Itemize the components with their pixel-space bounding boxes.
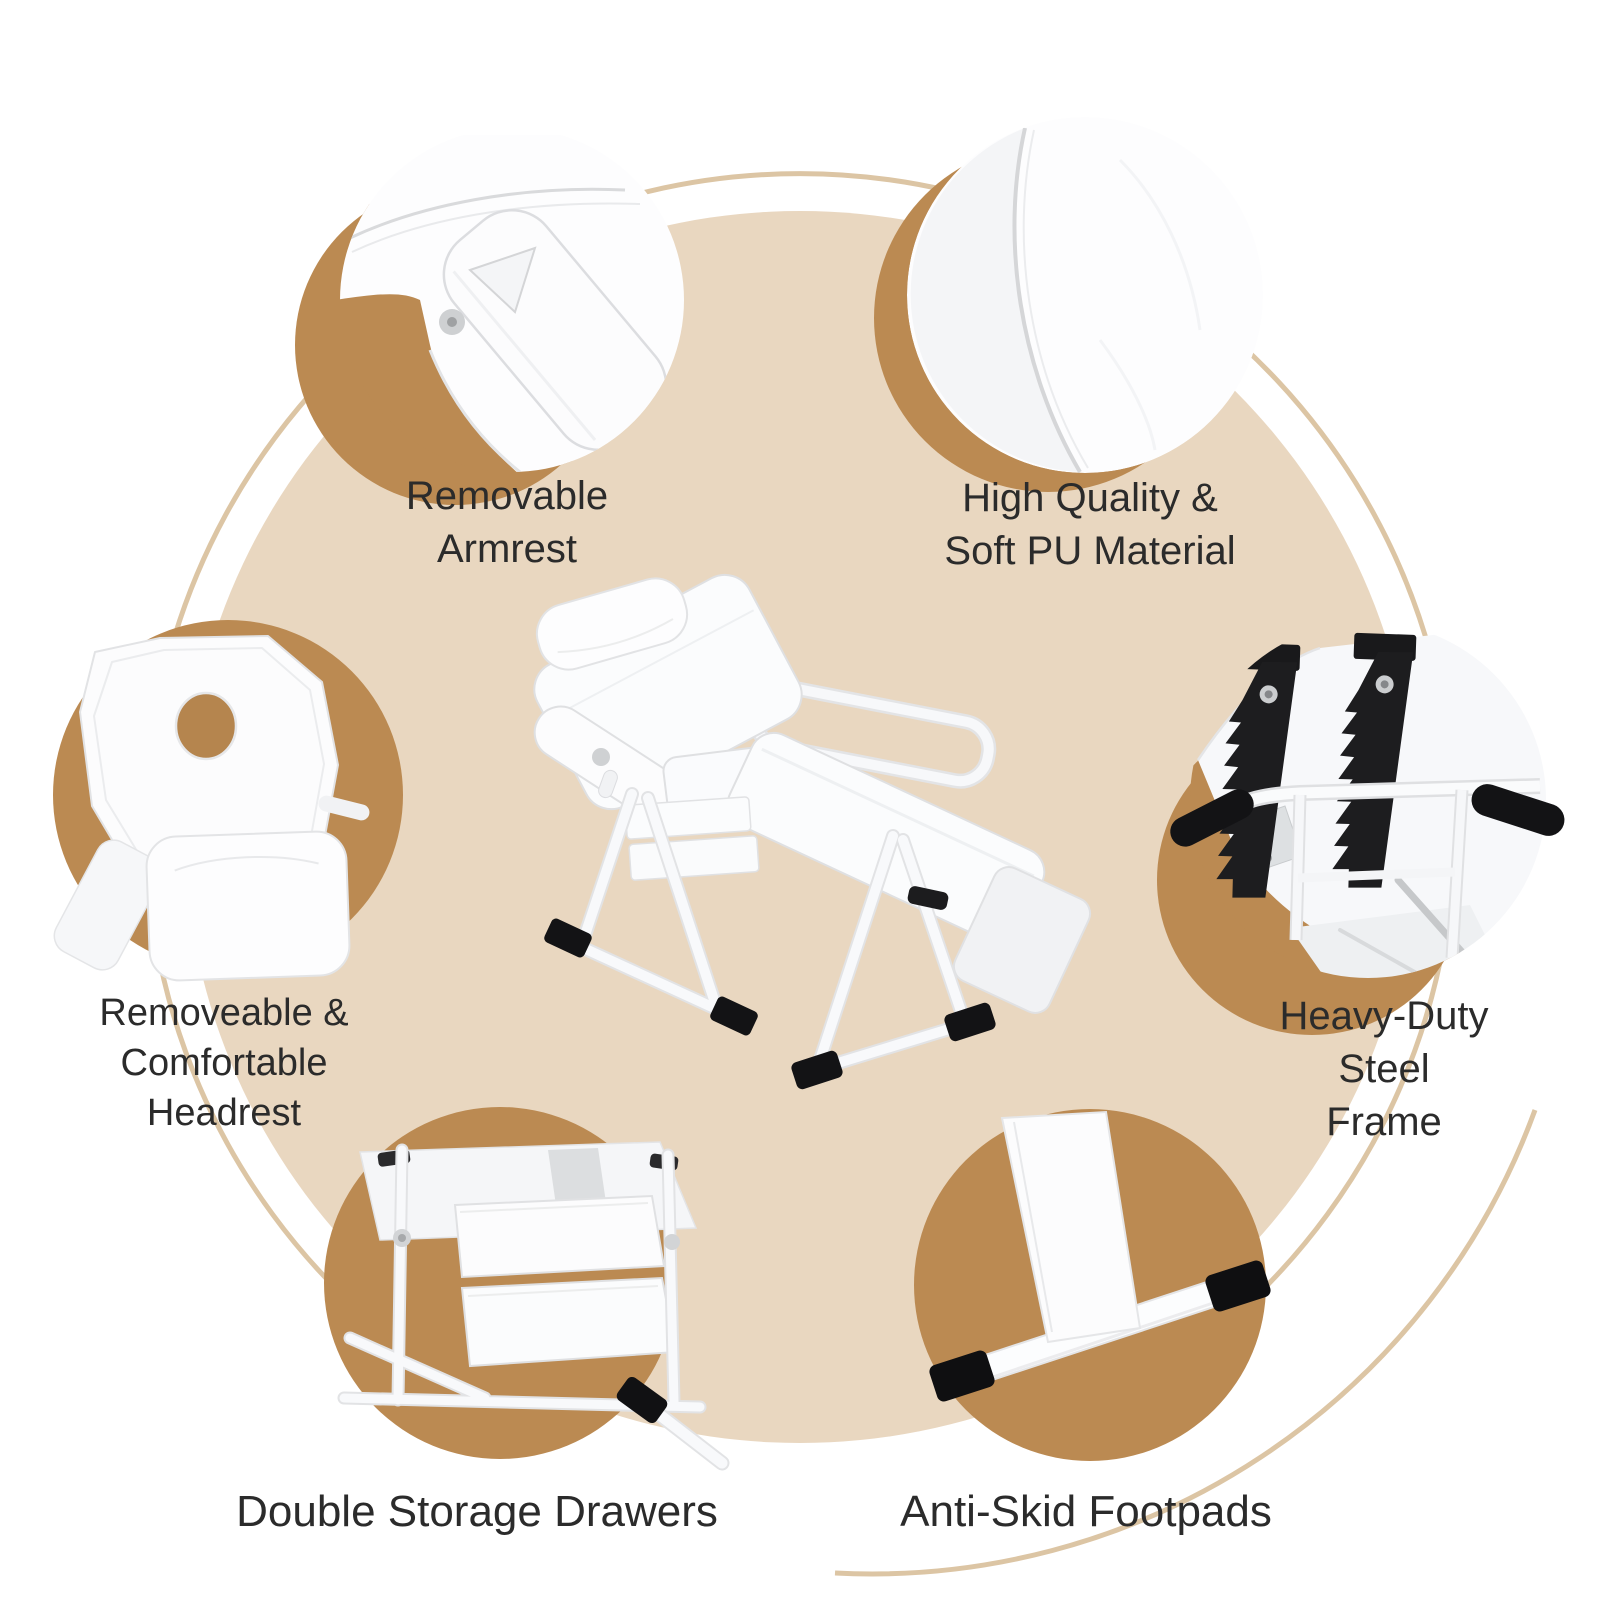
label-footpads: Anti-Skid Footpads bbox=[900, 1487, 1272, 1536]
label-headrest: Removeable & Comfortable Headrest bbox=[99, 992, 349, 1135]
armrest-photo bbox=[340, 135, 684, 472]
callout-pu-material bbox=[874, 117, 1263, 492]
armrest-hinge bbox=[592, 748, 610, 766]
label-steel-frame: Heavy-Duty Steel Frame bbox=[1279, 994, 1489, 1144]
headrest-photo bbox=[53, 635, 370, 982]
headrest-face-hole bbox=[174, 691, 238, 761]
callout-removable-armrest bbox=[295, 135, 684, 505]
callout-storage-drawers bbox=[324, 1107, 730, 1471]
label-removable-armrest: Removable Armrest bbox=[405, 474, 609, 571]
label-pu-material: High Quality & Soft PU Material bbox=[944, 476, 1236, 573]
adjust-handle-right bbox=[1471, 784, 1565, 836]
callout-steel-frame bbox=[1157, 622, 1565, 1035]
callout-headrest bbox=[53, 620, 403, 982]
adjust-handle-left bbox=[1170, 789, 1254, 847]
chair-adjust-knob bbox=[907, 886, 949, 910]
pu-material-photo bbox=[907, 117, 1263, 473]
bottom-swoosh-line bbox=[834, 1109, 1538, 1577]
callout-footpads bbox=[914, 1109, 1271, 1461]
footpad-photo bbox=[929, 1110, 1271, 1402]
chair-legrest-end bbox=[952, 866, 1092, 1014]
label-storage-drawers: Double Storage Drawers bbox=[236, 1487, 718, 1536]
drawers-photo bbox=[337, 1141, 730, 1471]
footpad-cap-left bbox=[929, 1350, 995, 1402]
drawer-frame-footpad bbox=[616, 1376, 668, 1424]
chair-headrest-pillow bbox=[535, 577, 689, 671]
footpad-cap-right bbox=[1205, 1260, 1271, 1312]
bottom-swoosh-band bbox=[810, 1075, 1544, 1574]
facial-chair-product bbox=[533, 573, 1092, 1090]
chair-legs bbox=[544, 787, 996, 1090]
